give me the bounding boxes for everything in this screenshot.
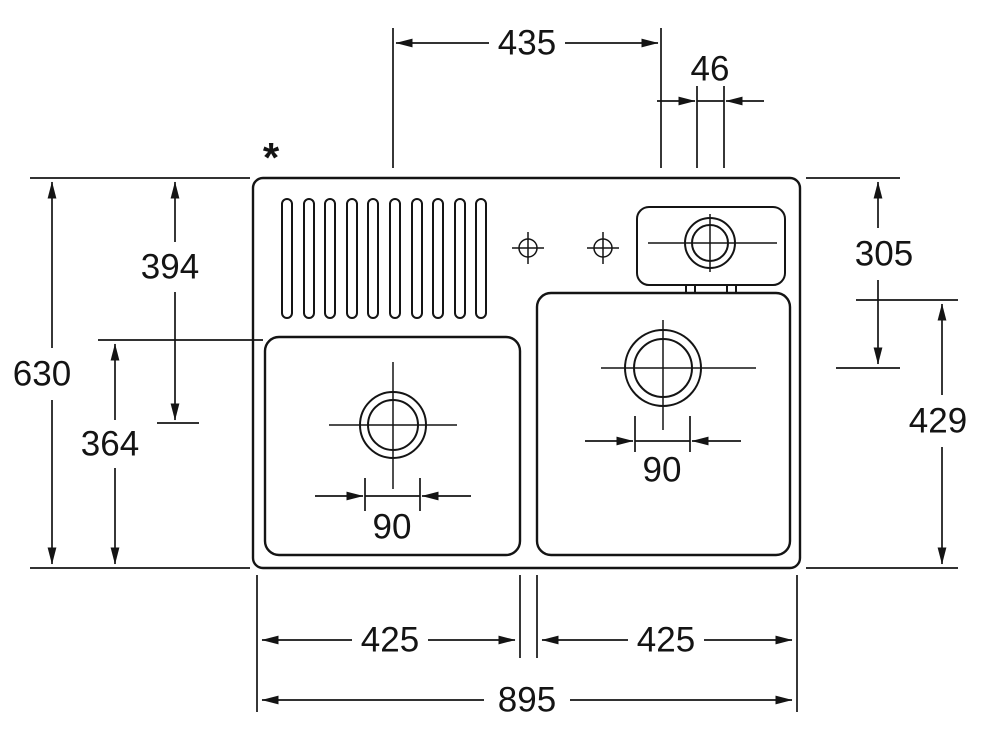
dim-tap-hole: 46 (657, 50, 764, 168)
dim-label-394: 394 (141, 248, 199, 287)
left-bowl (263, 335, 522, 557)
dim-left-drain-dia: 90 (315, 478, 471, 547)
dim-label-305: 305 (855, 235, 913, 274)
dim-right-drain-dia: 90 (585, 416, 741, 490)
deck-tab-left (685, 284, 696, 294)
dim-left-bowl-width: 425 (261, 621, 516, 660)
right-bowl (535, 291, 792, 557)
right-drain (601, 320, 756, 430)
deck-tab-right (726, 284, 737, 294)
dim-top-span: 435 (392, 24, 662, 168)
sink-outline (251, 176, 802, 570)
dim-overall-width: 895 (261, 681, 793, 720)
dim-label-425-right: 425 (637, 621, 695, 660)
dim-rim-to-right-drain: 305 (806, 177, 913, 369)
bottom-extension-lines (256, 575, 798, 712)
dim-label-895: 895 (498, 681, 556, 720)
dim-label-364: 364 (81, 425, 139, 464)
tap-hole-marker-left (512, 232, 544, 264)
dim-overall-depth: 630 (13, 177, 250, 569)
dim-label-90-left: 90 (373, 508, 412, 547)
tap-hole-marker-right (587, 232, 619, 264)
left-drain (329, 362, 457, 489)
dim-label-435: 435 (498, 24, 556, 63)
dim-label-429: 429 (909, 402, 967, 441)
dim-label-90-right: 90 (643, 451, 682, 490)
dim-rim-to-left-drain: 394 (141, 181, 199, 424)
sink-plan: * (251, 134, 802, 570)
drainboard-slots (281, 198, 487, 319)
faucet-deck (636, 206, 786, 294)
asterisk-note: * (263, 134, 280, 181)
faucet-deck-outline (636, 206, 786, 286)
dim-left-bowl-depth: 364 (81, 339, 263, 565)
dim-right-bowl-depth: 429 (806, 299, 967, 569)
dim-right-bowl-width: 425 (541, 621, 793, 660)
dim-label-46: 46 (691, 50, 730, 89)
dim-label-630: 630 (13, 355, 71, 394)
dim-label-425-left: 425 (361, 621, 419, 660)
